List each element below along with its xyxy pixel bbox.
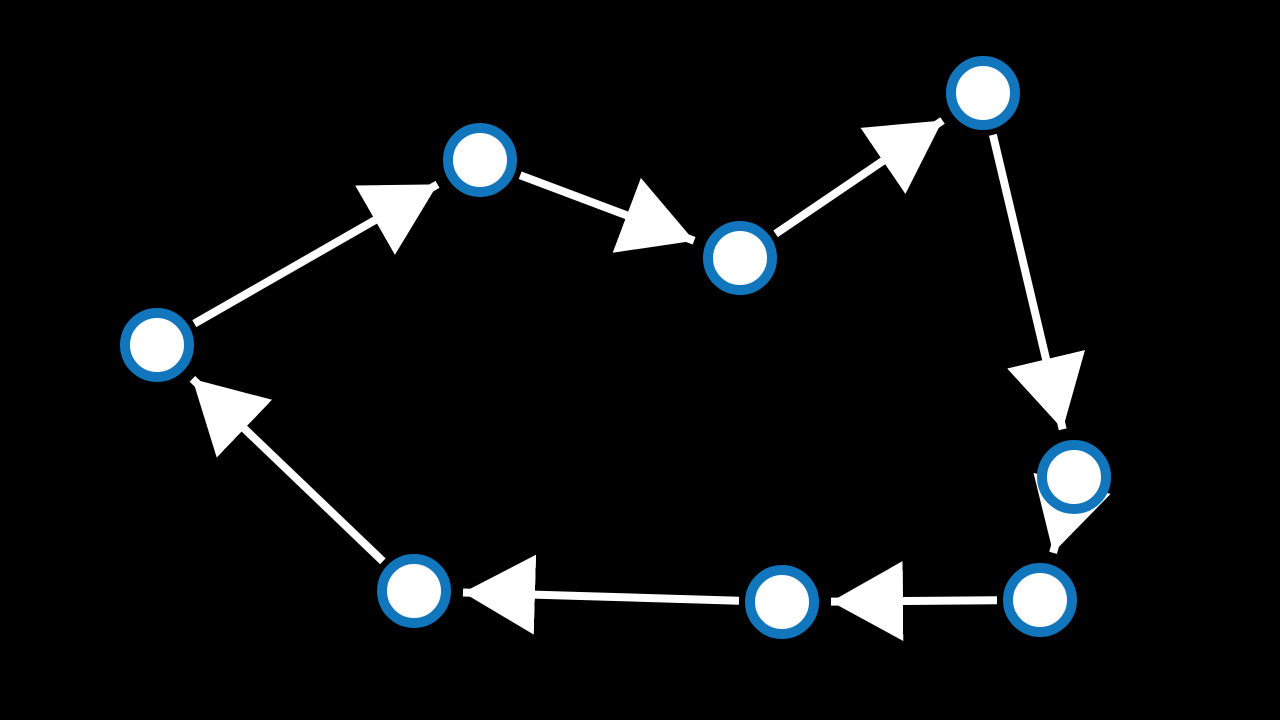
graph-node-upper-left <box>443 123 517 197</box>
graph-edge-arrow-node-5-to-node-6 <box>1033 472 1111 554</box>
graph-node-upper-middle <box>703 221 777 295</box>
graph-node-bottom-right <box>1003 563 1077 637</box>
graph-edge-arrow-node-3-to-node-4 <box>773 117 945 238</box>
graph-edge-arrow-node-1-to-node-2 <box>192 180 440 328</box>
graph-node-right <box>1037 440 1111 514</box>
graph-edge-arrow-node-4-to-node-5 <box>989 133 1086 431</box>
graph-edge-arrow-node-6-to-node-7 <box>830 561 998 642</box>
graph-node-top-right <box>946 56 1020 130</box>
graph-node-bottom-left <box>377 554 451 628</box>
graph-edge-arrow-node-8-to-node-1 <box>189 376 386 565</box>
graph-node-left <box>120 308 194 382</box>
graph-edge-arrow-node-7-to-node-8 <box>462 554 740 635</box>
graph-edge-arrow-node-2-to-node-3 <box>518 171 696 253</box>
graph-node-bottom-middle <box>745 565 819 639</box>
